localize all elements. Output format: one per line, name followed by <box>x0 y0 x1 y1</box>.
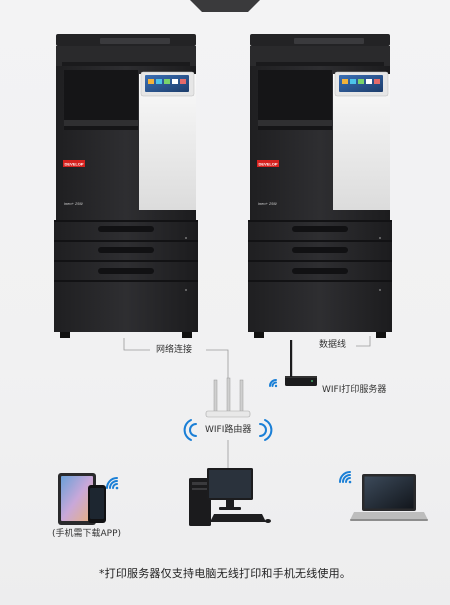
model-label-right: ineo+ 256i <box>258 201 277 206</box>
printer-right: DEVELOP ineo+ 256i <box>248 34 392 338</box>
desktop-pc <box>189 468 271 526</box>
wifi-icon-laptop <box>339 471 352 484</box>
wifi-waves-router-right <box>259 419 273 441</box>
top-notch <box>190 0 260 12</box>
wifi-router <box>205 377 251 418</box>
wifi-waves-router-left <box>183 419 197 441</box>
brand-logo-left: DEVELOP <box>64 162 83 167</box>
label-data-cable: 数据线 <box>319 340 347 350</box>
label-wifi-print-server: WIFI打印服务器 <box>322 385 387 395</box>
model-label-left: ineo+ 256i <box>64 201 83 206</box>
footnote: *打印服务器仅支持电脑无线打印和手机无线使用。 <box>98 567 352 580</box>
printer-left: DEVELOP ineo+ 256i <box>54 34 198 338</box>
brand-logo-right: DEVELOP <box>258 162 277 167</box>
connection-lines <box>123 336 371 468</box>
wifi-icon-tablet <box>106 477 119 490</box>
label-wifi-router: WIFI路由器 <box>205 425 252 435</box>
label-phone-app: (手机需下载APP) <box>52 529 122 539</box>
wifi-icon-print-server <box>269 379 278 388</box>
laptop <box>350 474 428 521</box>
label-network-connection: 网络连接 <box>156 345 193 355</box>
tablet-phone-device <box>58 473 106 525</box>
wifi-print-server <box>285 340 317 386</box>
